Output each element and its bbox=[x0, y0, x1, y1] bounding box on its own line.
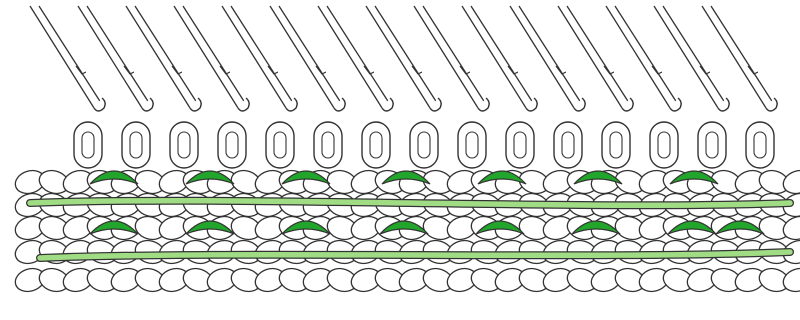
needle-loop-inner bbox=[322, 132, 334, 158]
needle-loop-inner bbox=[466, 132, 478, 158]
needle bbox=[558, 6, 633, 111]
needle-shaft bbox=[126, 6, 199, 108]
needle-latch bbox=[508, 66, 518, 74]
needle bbox=[414, 6, 489, 111]
needle-latch bbox=[316, 66, 326, 74]
needle-latch bbox=[124, 66, 134, 74]
needle bbox=[702, 6, 777, 111]
needle-shaft bbox=[462, 6, 535, 108]
needle-latch bbox=[268, 66, 278, 74]
needle-loop-inner bbox=[706, 132, 718, 158]
needle bbox=[126, 6, 201, 111]
needle-loop-inner bbox=[226, 132, 238, 158]
needle-shaft bbox=[318, 6, 391, 108]
needle-latch bbox=[652, 66, 662, 74]
needle-latch bbox=[412, 66, 422, 74]
needle-loop-inner bbox=[130, 132, 142, 158]
needle-loop-inner bbox=[82, 132, 94, 158]
needle bbox=[270, 6, 345, 111]
needle-loop-inner bbox=[370, 132, 382, 158]
needle-latch bbox=[220, 66, 230, 74]
needle-shaft bbox=[222, 6, 295, 108]
needle bbox=[30, 6, 105, 111]
needle bbox=[462, 6, 537, 111]
needle-loop-inner bbox=[514, 132, 526, 158]
needle-loop-inner bbox=[178, 132, 190, 158]
needle-shaft bbox=[606, 6, 679, 108]
needle-latch bbox=[748, 66, 758, 74]
needle-shaft bbox=[174, 6, 247, 108]
needle-latch bbox=[460, 66, 470, 74]
needle-loop-inner bbox=[658, 132, 670, 158]
needle-latch bbox=[700, 66, 710, 74]
needle bbox=[510, 6, 585, 111]
needle bbox=[222, 6, 297, 111]
needle bbox=[78, 6, 153, 111]
needle-loop-inner bbox=[562, 132, 574, 158]
needle-shaft bbox=[366, 6, 439, 108]
needle-loop-inner bbox=[754, 132, 766, 158]
needle bbox=[654, 6, 729, 111]
stitch-row bbox=[12, 265, 800, 295]
needle-loop-inner bbox=[274, 132, 286, 158]
needle bbox=[366, 6, 441, 111]
needle-shaft bbox=[558, 6, 631, 108]
needle-latch bbox=[76, 66, 86, 74]
needle-shaft bbox=[510, 6, 583, 108]
needle-latch bbox=[556, 66, 566, 74]
needle-shaft bbox=[654, 6, 727, 108]
needle-latch bbox=[364, 66, 374, 74]
needle-shaft bbox=[414, 6, 487, 108]
inlay-float bbox=[40, 252, 790, 258]
needle-shaft bbox=[702, 6, 775, 108]
needle-shaft bbox=[30, 6, 103, 108]
needle bbox=[606, 6, 681, 111]
needle-latch bbox=[604, 66, 614, 74]
needle-shaft bbox=[78, 6, 151, 108]
needle-shaft bbox=[270, 6, 343, 108]
needle-loops bbox=[74, 122, 774, 168]
needle-loop-inner bbox=[610, 132, 622, 158]
needle bbox=[174, 6, 249, 111]
needle-bed bbox=[30, 6, 777, 111]
needle-loop-inner bbox=[418, 132, 430, 158]
needle-latch bbox=[172, 66, 182, 74]
needle bbox=[318, 6, 393, 111]
